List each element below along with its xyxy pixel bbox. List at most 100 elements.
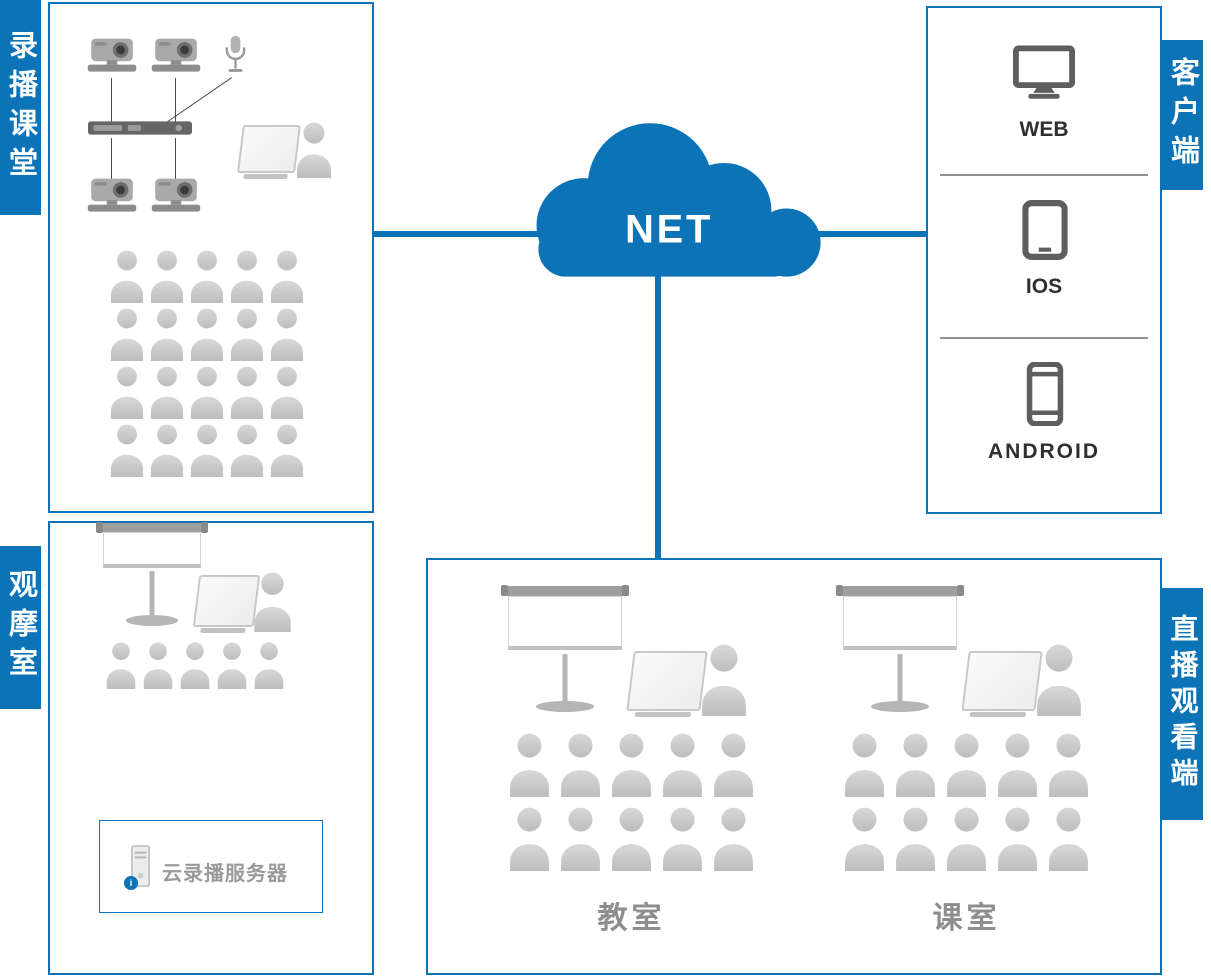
person-icon xyxy=(943,733,990,797)
person-icon xyxy=(557,733,604,797)
person-icon xyxy=(228,308,266,361)
device-label-android: ANDROID xyxy=(988,440,1100,463)
projector-screen xyxy=(836,585,964,712)
cable xyxy=(175,138,176,180)
projector-canvas xyxy=(508,596,622,650)
person-icon xyxy=(841,807,888,871)
connector-left-to-cloud xyxy=(374,231,574,237)
audience-row xyxy=(108,250,306,303)
person-icon xyxy=(710,807,757,871)
cable xyxy=(111,138,112,180)
tab-client: 客户端 xyxy=(1162,40,1203,190)
camera-icon xyxy=(86,36,138,76)
net-label: NET xyxy=(625,208,713,252)
projector-bar xyxy=(501,585,629,596)
tab-observation-room-label: 观摩室 xyxy=(4,569,37,686)
person-icon xyxy=(268,250,306,303)
connector-cloud-to-liveview xyxy=(655,268,661,558)
tab-client-label: 客户端 xyxy=(1166,56,1199,174)
audience-row xyxy=(108,424,306,477)
room-label: 课室 xyxy=(932,902,1001,935)
person-icon xyxy=(148,308,186,361)
audience-row xyxy=(506,807,757,871)
person-icon xyxy=(943,807,990,871)
tab-observation-room: 观摩室 xyxy=(0,546,41,709)
cable xyxy=(175,78,176,122)
person-icon xyxy=(608,807,655,871)
person-icon xyxy=(268,366,306,419)
person-icon xyxy=(268,308,306,361)
projector-base xyxy=(871,701,929,712)
phone-icon xyxy=(1026,362,1064,426)
monitor-icon xyxy=(1013,45,1075,102)
person-icon xyxy=(841,733,888,797)
divider xyxy=(940,174,1148,176)
live-view-box xyxy=(426,558,1162,975)
camera-icon xyxy=(150,36,202,76)
teacher-screen xyxy=(626,650,709,711)
projector-base xyxy=(126,615,178,626)
audience-grid xyxy=(108,250,306,477)
person-icon xyxy=(228,366,266,419)
audience-row xyxy=(104,642,286,689)
tab-recording-classroom: 录播课堂 xyxy=(0,0,41,215)
teacher-screen xyxy=(237,125,302,173)
person-icon xyxy=(892,733,939,797)
audience-grid xyxy=(506,733,757,871)
person-icon xyxy=(268,424,306,477)
person-icon xyxy=(1045,807,1092,871)
microphone-icon xyxy=(222,33,249,79)
person-icon xyxy=(608,733,655,797)
cloud-server-box: i 云录播服务器 xyxy=(99,820,323,913)
person-icon xyxy=(252,642,286,689)
teacher-screen xyxy=(961,650,1044,711)
projector-screen xyxy=(501,585,629,712)
teacher-with-screen xyxy=(192,560,294,632)
audience-row xyxy=(841,807,1092,871)
person-icon xyxy=(108,308,146,361)
audience-row xyxy=(108,308,306,361)
projector-bar xyxy=(96,522,208,533)
person-icon xyxy=(710,733,757,797)
person-icon xyxy=(215,642,249,689)
projector-pole xyxy=(562,654,568,704)
person-icon xyxy=(994,733,1041,797)
projector-canvas xyxy=(843,596,957,650)
teacher-with-screen xyxy=(237,112,334,178)
person-icon xyxy=(557,807,604,871)
projector-pole xyxy=(149,571,155,619)
person-icon xyxy=(228,250,266,303)
projector-pole xyxy=(897,654,903,704)
teacher-icon xyxy=(1033,644,1085,716)
person-icon xyxy=(148,424,186,477)
tab-recording-classroom-label: 录播课堂 xyxy=(4,29,37,186)
audience-grid xyxy=(104,642,286,689)
person-icon xyxy=(188,308,226,361)
person-icon xyxy=(892,807,939,871)
network-cloud: NET xyxy=(510,103,832,295)
teacher-icon xyxy=(251,572,294,632)
person-icon xyxy=(188,424,226,477)
audience-row xyxy=(841,733,1092,797)
teacher-screen xyxy=(192,575,260,627)
device-label-web: WEB xyxy=(1019,118,1069,141)
projector-canvas xyxy=(103,532,201,568)
person-icon xyxy=(506,807,553,871)
person-icon xyxy=(1045,733,1092,797)
cloud-server-label: 云录播服务器 xyxy=(162,863,288,885)
camera-icon xyxy=(86,176,138,216)
connector-cloud-to-client xyxy=(786,231,926,237)
projector-base xyxy=(536,701,594,712)
audience-row xyxy=(108,366,306,419)
person-icon xyxy=(994,807,1041,871)
person-icon xyxy=(188,250,226,303)
person-icon xyxy=(141,642,175,689)
tab-live-view-label: 直播观看端 xyxy=(1167,614,1199,794)
person-icon xyxy=(148,366,186,419)
projector-screen xyxy=(96,522,208,626)
device-label-ios: IOS xyxy=(1025,275,1063,298)
teacher-icon xyxy=(294,122,334,178)
person-icon xyxy=(188,366,226,419)
tablet-icon xyxy=(1022,200,1068,260)
